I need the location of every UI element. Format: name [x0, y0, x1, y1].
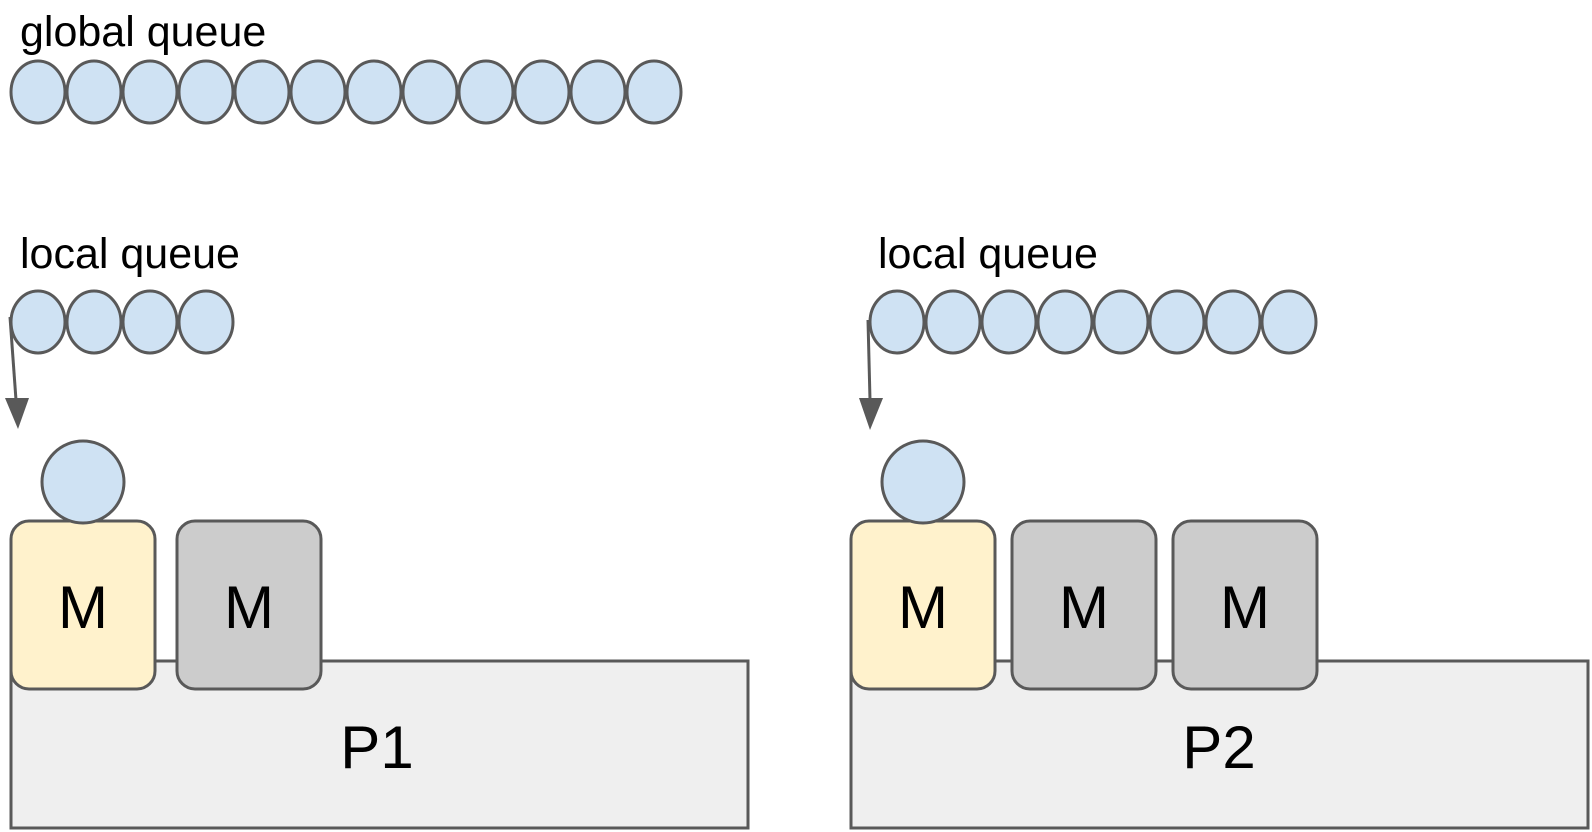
p2-arrow-head	[859, 398, 883, 430]
processor-p2: local queue P2 M M M	[849, 230, 1590, 830]
global-queue-goroutine	[289, 59, 347, 125]
global-queue-goroutine	[177, 59, 235, 125]
p1-machine-running-label: M	[58, 574, 108, 641]
global-queue-goroutine	[569, 59, 627, 125]
p1-machine-idle-label: M	[224, 574, 274, 641]
global-queue-goroutine	[65, 59, 123, 125]
global-queue-items	[9, 59, 683, 125]
p1-local-queue-items	[9, 289, 235, 355]
global-queue-label: global queue	[20, 8, 266, 56]
p1-label: P1	[340, 714, 413, 781]
global-queue-goroutine	[625, 59, 683, 125]
p2-local-queue-goroutine	[980, 289, 1038, 355]
p2-local-queue-items	[868, 289, 1318, 355]
global-queue: global queue	[9, 8, 683, 125]
p1-local-queue-label: local queue	[20, 230, 240, 278]
p2-running-goroutine	[880, 439, 966, 525]
p2-local-queue-goroutine	[1148, 289, 1206, 355]
p2-label: P2	[1182, 714, 1255, 781]
p2-machine-running-label: M	[898, 574, 948, 641]
p2-machine-idle-2-label: M	[1220, 574, 1270, 641]
p2-local-queue-goroutine	[924, 289, 982, 355]
global-queue-goroutine	[513, 59, 571, 125]
p1-running-goroutine	[40, 439, 126, 525]
p2-local-queue-label: local queue	[878, 230, 1098, 278]
p1-dequeue-arrow	[5, 316, 29, 429]
global-queue-goroutine	[457, 59, 515, 125]
p1-local-queue-goroutine	[9, 289, 67, 355]
global-queue-goroutine	[9, 59, 67, 125]
p1-local-queue-goroutine	[177, 289, 235, 355]
p1-arrow-head	[5, 398, 29, 429]
p2-local-queue-goroutine	[1092, 289, 1150, 355]
p1-machine-idle	[175, 519, 323, 691]
p1-local-queue-goroutine	[65, 289, 123, 355]
p2-machine-idle-2	[1171, 519, 1319, 691]
global-queue-goroutine	[121, 59, 179, 125]
p2-local-queue-goroutine	[1036, 289, 1094, 355]
global-queue-goroutine	[233, 59, 291, 125]
p2-dequeue-arrow	[859, 319, 883, 430]
p2-arrow-line	[866, 319, 872, 401]
global-queue-goroutine	[401, 59, 459, 125]
p1-arrow-line	[8, 316, 18, 401]
p2-local-queue-goroutine	[1260, 289, 1318, 355]
p2-machine-idle-1	[1010, 519, 1158, 691]
global-queue-goroutine	[345, 59, 403, 125]
p2-local-queue-goroutine	[868, 289, 926, 355]
p2-machine-idle-1-label: M	[1059, 574, 1109, 641]
p2-local-queue-goroutine	[1204, 289, 1262, 355]
p1-local-queue-goroutine	[121, 289, 179, 355]
processor-p1: local queue P1 M M	[5, 230, 750, 830]
